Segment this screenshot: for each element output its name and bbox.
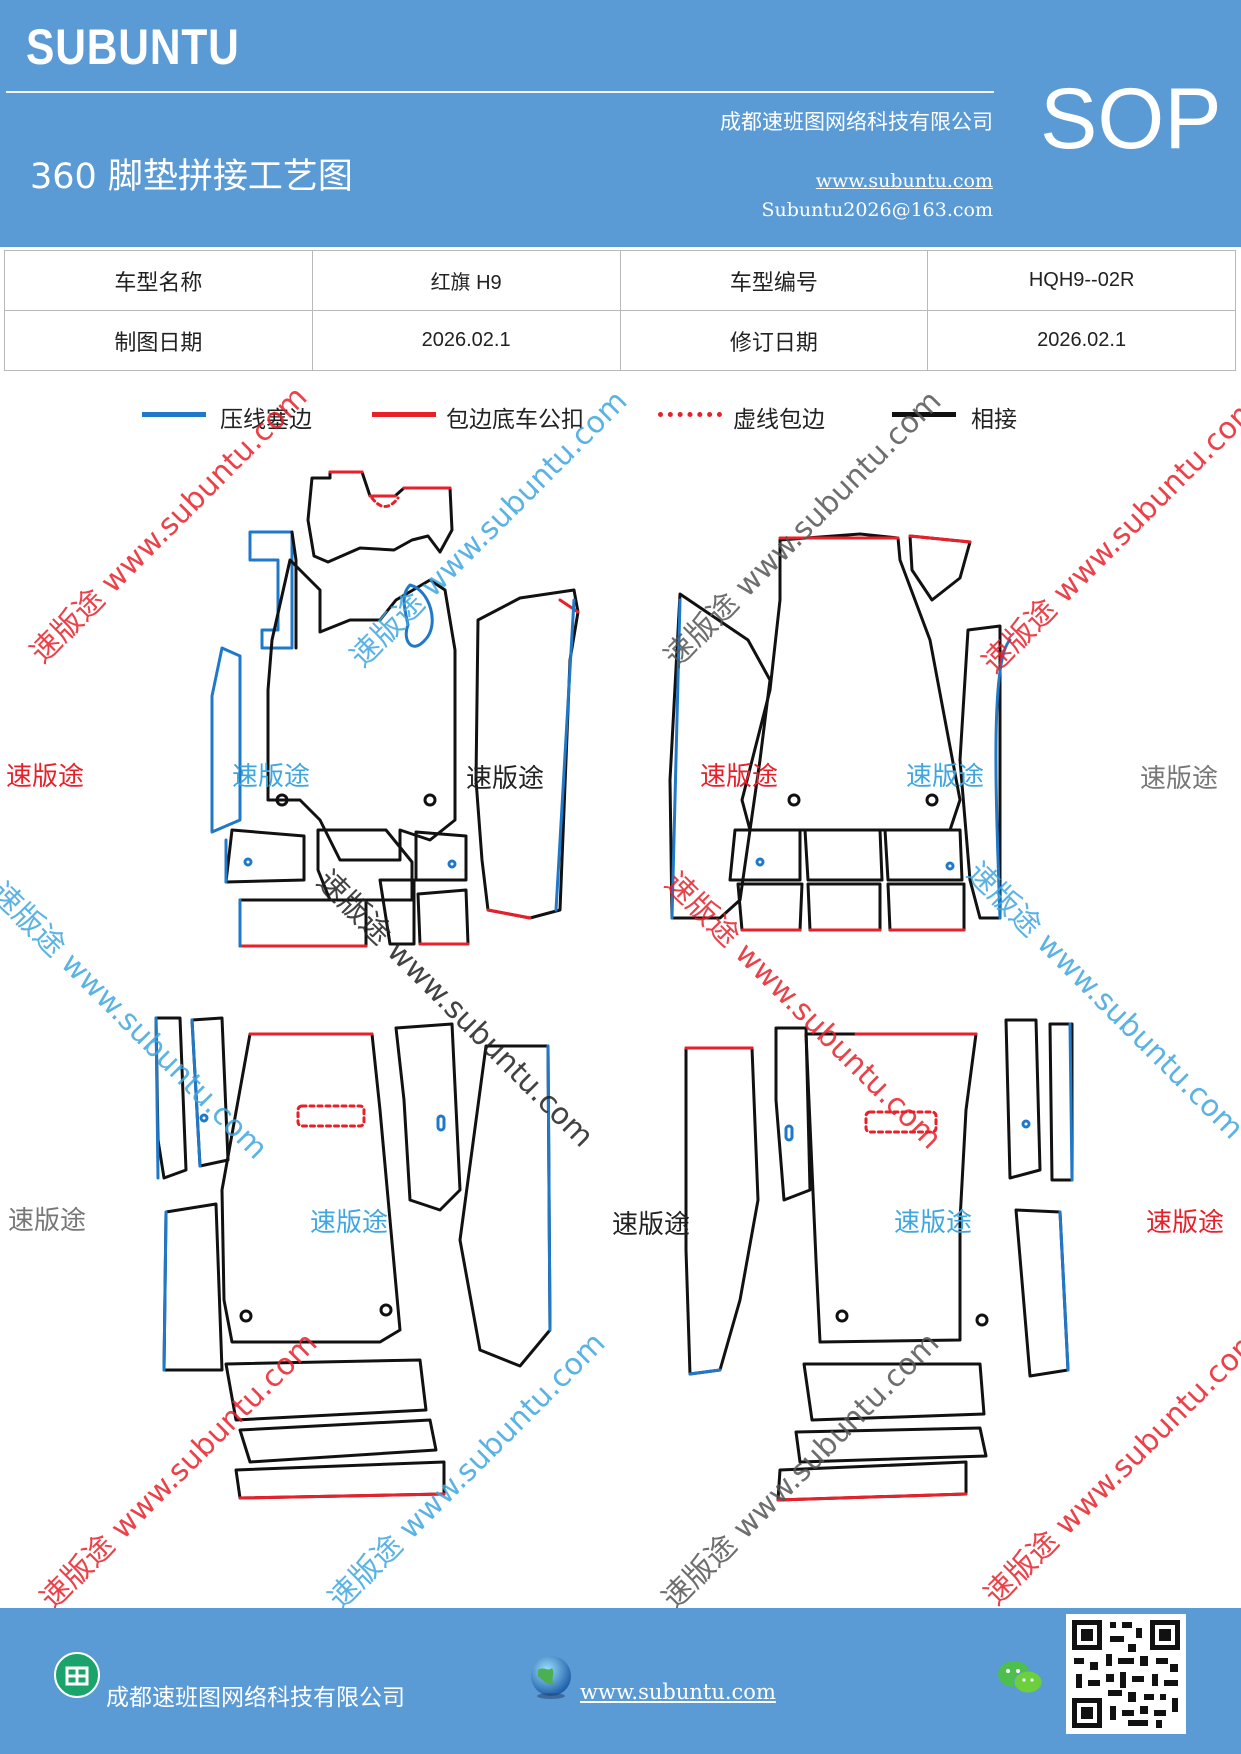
header: SUBUNTU 成都速班图网络科技有限公司 360 脚垫拼接工艺图 www.su… — [0, 0, 1241, 247]
table-row: 制图日期 2026.02.1 修订日期 2026.02.1 — [4, 310, 1236, 371]
watermark-label: 速版途 — [700, 762, 779, 792]
model-code-label: 车型编号 — [619, 250, 929, 311]
header-divider — [6, 91, 994, 93]
footer-company: 成都速班图网络科技有限公司 — [106, 1685, 405, 1711]
mat-group-top-right — [668, 532, 1012, 932]
company-name: 成都速班图网络科技有限公司 — [720, 110, 993, 134]
revise-date-value: 2026.02.1 — [927, 310, 1236, 371]
mat-group-bottom-left — [154, 1016, 552, 1500]
revise-date-label: 修订日期 — [619, 310, 929, 371]
legend-label: 包边底车公扣 — [446, 407, 584, 433]
legend-line-red — [372, 412, 436, 417]
legend-label: 虚线包边 — [733, 407, 825, 433]
legend-label: 相接 — [971, 407, 1017, 433]
legend-line-blue — [142, 412, 206, 417]
footer-website-link[interactable]: www.subuntu.com — [580, 1680, 776, 1704]
legend: 压线塞边 包边底车公扣 虚线包边 相接 — [0, 400, 1241, 440]
model-name-value: 红旗 H9 — [311, 250, 621, 311]
watermark-label: 速版途 — [906, 762, 985, 792]
qr-code — [1066, 1614, 1186, 1734]
draw-date-value: 2026.02.1 — [311, 310, 621, 371]
vehicle-info-table: 车型名称 红旗 H9 车型编号 HQH9--02R 制图日期 2026.02.1… — [4, 250, 1236, 371]
watermark-label: 速版途 — [1140, 764, 1219, 794]
model-code-value: HQH9--02R — [927, 250, 1236, 311]
legend-line-black — [892, 412, 956, 417]
brand-logo: SUBUNTU — [26, 19, 240, 75]
mat-group-top-left — [210, 470, 580, 948]
floor-mat-diagram — [154, 470, 1074, 1502]
footer: 成都速班图网络科技有限公司 www.subuntu.com — [0, 1608, 1241, 1754]
table-row: 车型名称 红旗 H9 车型编号 HQH9--02R — [4, 250, 1236, 311]
watermark-label: 速版途 — [612, 1210, 691, 1240]
wechat-icon[interactable] — [996, 1658, 1044, 1698]
watermark-label: 速版途 — [1146, 1208, 1225, 1238]
email-address: Subuntu2026@163.com — [761, 199, 993, 221]
model-name-label: 车型名称 — [4, 250, 313, 311]
watermark-label: 速版途 — [8, 1206, 87, 1236]
draw-date-label: 制图日期 — [4, 310, 313, 371]
mat-group-bottom-right — [684, 1018, 1074, 1502]
watermark-label: 速版途 — [232, 762, 311, 792]
website-link[interactable]: www.subuntu.com — [815, 170, 993, 192]
watermark-label: 速版途 — [894, 1208, 973, 1238]
watermark-label: 速版途 — [466, 764, 545, 794]
doc-type-badge: SOP — [1040, 71, 1222, 167]
watermark-label: 速版途 — [310, 1208, 389, 1238]
globe-icon — [531, 1656, 571, 1699]
legend-label: 压线塞边 — [220, 407, 312, 433]
company-icon — [54, 1652, 100, 1698]
watermark-label: 速版途 — [6, 762, 85, 792]
legend-line-red-dotted — [658, 412, 722, 417]
page-title: 360 脚垫拼接工艺图 — [30, 157, 353, 197]
